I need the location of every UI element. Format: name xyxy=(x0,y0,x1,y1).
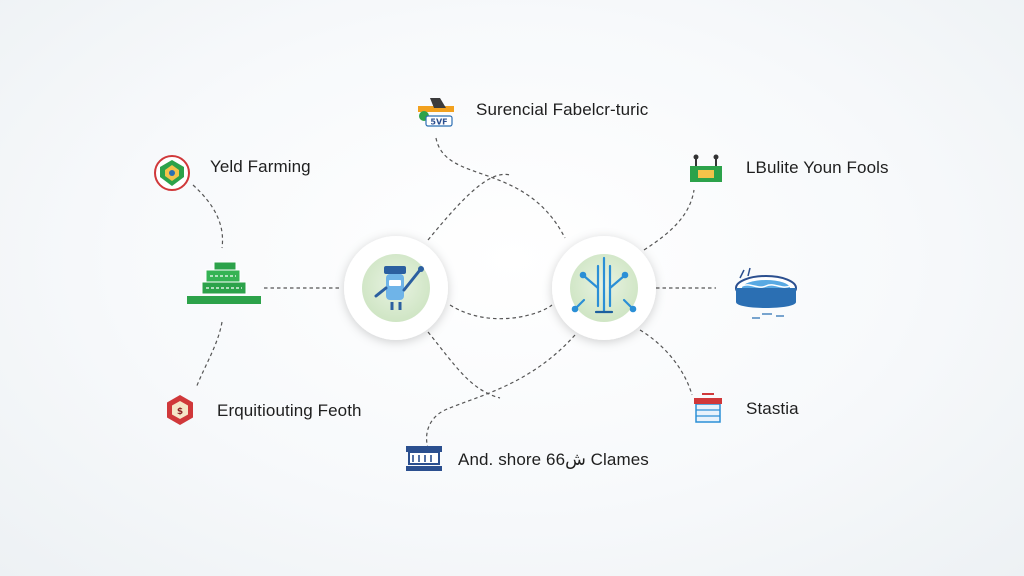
svg-text:$: $ xyxy=(177,407,183,417)
pool-icon[interactable] xyxy=(735,267,797,319)
kiosk-icon[interactable] xyxy=(406,446,442,471)
hub-right[interactable] xyxy=(552,236,656,340)
hub-left[interactable] xyxy=(344,236,448,340)
basket-icon[interactable] xyxy=(694,393,722,423)
connector-hub-left-to-top xyxy=(427,173,511,241)
label-liquidity-pools: LBulite Youn Fools xyxy=(746,158,889,177)
connector-hub-right-to-stastia xyxy=(639,329,693,396)
label-and-shore: And. shore 66ش Clames xyxy=(458,450,649,469)
money-stack-icon[interactable] xyxy=(187,261,261,304)
label-equity-festival: Erquitiouting Feoth xyxy=(217,401,362,420)
pencil-tag-icon[interactable]: 5VF xyxy=(418,98,454,127)
connector-hub-right-to-kiosk xyxy=(425,334,576,449)
connector-stack-to-equity xyxy=(195,321,223,389)
farm-sign-icon[interactable] xyxy=(690,154,722,183)
connector-hub-right-to-liquidity xyxy=(643,189,695,251)
connector-surencial-to-hub-right xyxy=(435,137,566,239)
robot-worker-icon xyxy=(374,266,424,310)
hexagon-badge-icon[interactable]: $ xyxy=(167,395,193,425)
shield-badge-icon[interactable] xyxy=(154,155,190,191)
connector-yield-to-stack xyxy=(192,184,224,249)
label-surencial: Surencial Fabelcr-turic xyxy=(476,100,649,119)
connector-hub-left-to-bottom xyxy=(427,331,501,399)
svg-text:5VF: 5VF xyxy=(430,118,447,127)
label-stastia: Stastia xyxy=(746,399,799,418)
label-yield-farming: Yeld Farming xyxy=(210,157,311,176)
connector-lines xyxy=(192,137,716,449)
circuit-tower-icon xyxy=(571,256,637,314)
connector-hub-left-to-hub-right-mid xyxy=(449,304,553,320)
